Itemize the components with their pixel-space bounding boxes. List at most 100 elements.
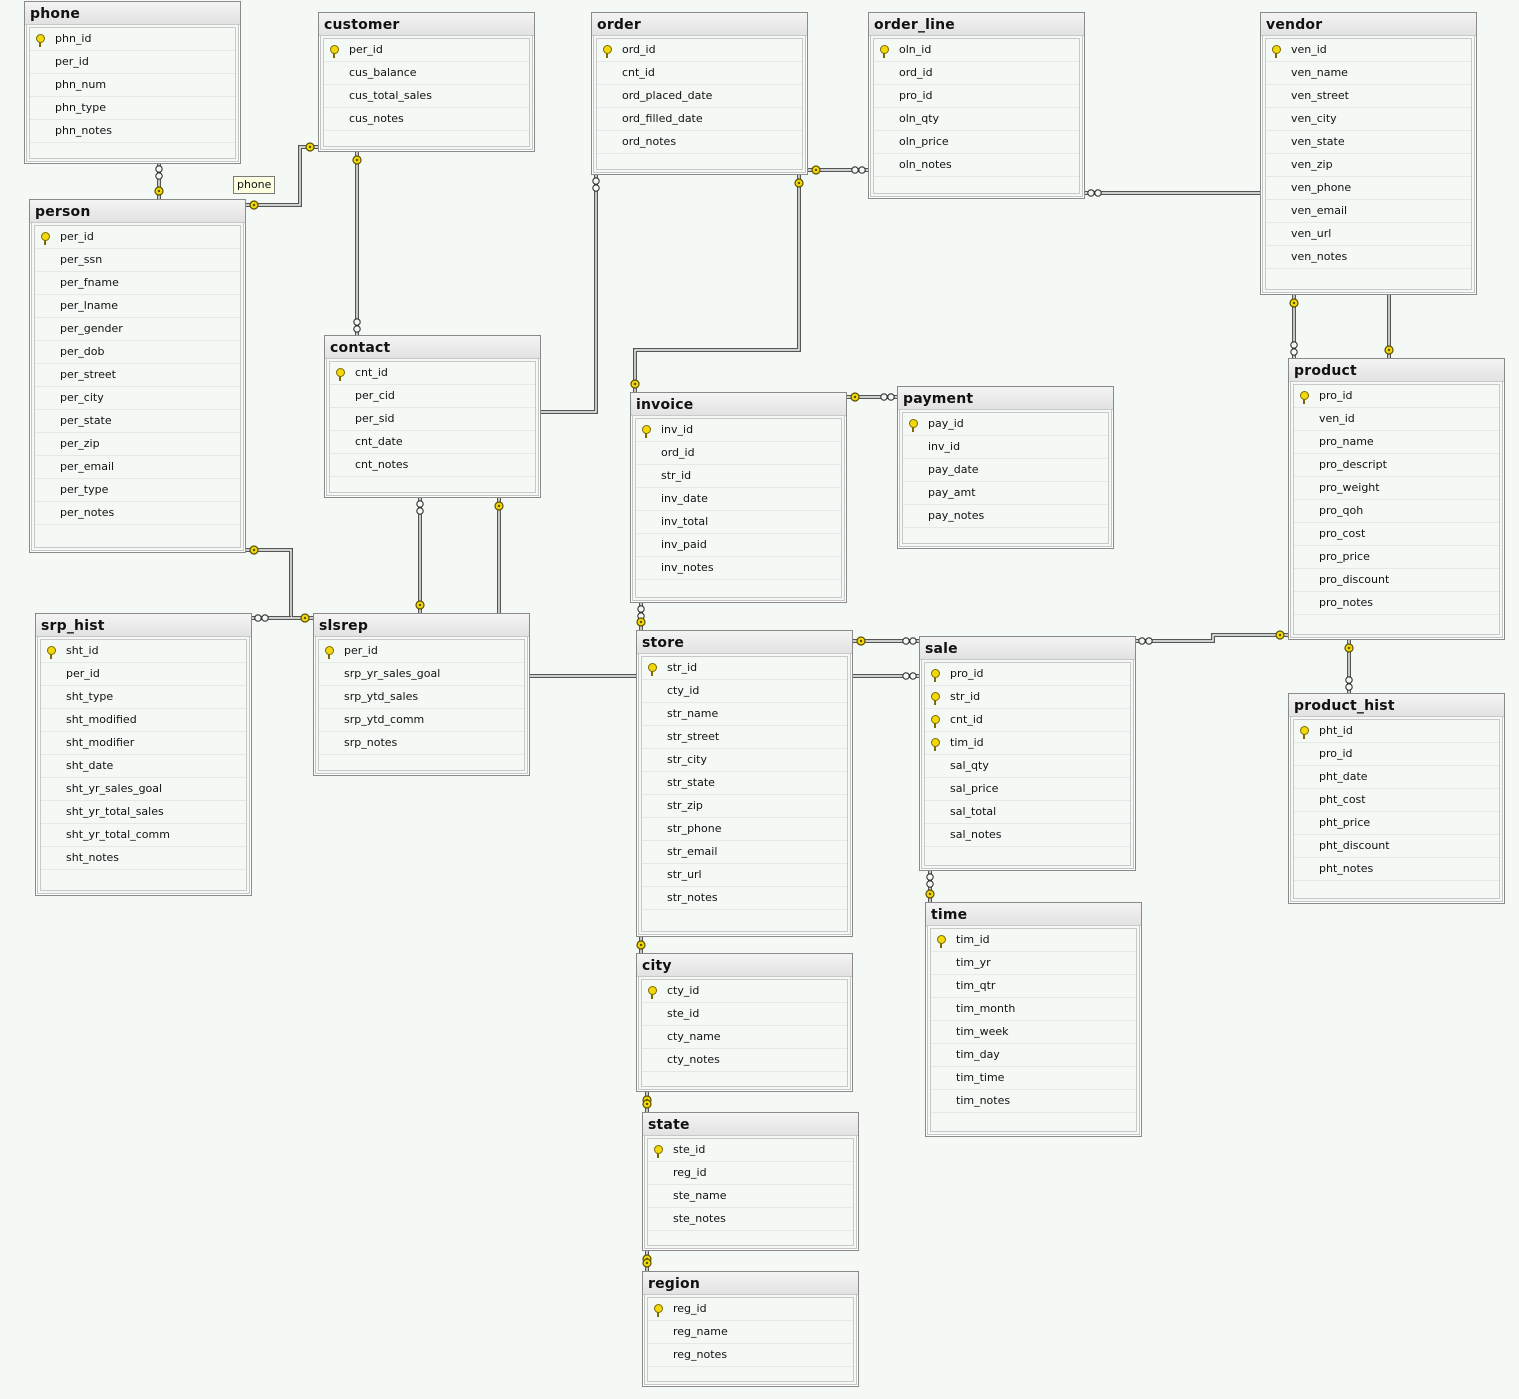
column-row[interactable]: cnt_notes — [330, 454, 535, 477]
column-row[interactable]: inv_notes — [636, 557, 841, 580]
table-title[interactable]: person — [30, 200, 245, 223]
table-title[interactable]: product — [1289, 359, 1504, 382]
column-row[interactable]: tim_day — [931, 1044, 1136, 1067]
column-row[interactable]: per_cid — [330, 385, 535, 408]
column-row[interactable]: ven_phone — [1266, 177, 1471, 200]
column-row[interactable]: ord_placed_date — [597, 85, 802, 108]
column-row[interactable]: sal_price — [925, 778, 1130, 801]
column-row[interactable]: per_ssn — [35, 249, 240, 272]
column-row[interactable]: ord_id — [597, 39, 802, 62]
column-row[interactable]: sht_notes — [41, 847, 246, 870]
column-row[interactable]: tim_week — [931, 1021, 1136, 1044]
column-row[interactable]: sht_type — [41, 686, 246, 709]
column-row[interactable]: pht_id — [1294, 720, 1499, 743]
column-row[interactable]: cnt_id — [330, 362, 535, 385]
column-row[interactable]: per_gender — [35, 318, 240, 341]
column-row[interactable]: oln_id — [874, 39, 1079, 62]
column-row[interactable]: per_type — [35, 479, 240, 502]
column-row[interactable]: per_zip — [35, 433, 240, 456]
column-row[interactable]: sht_modified — [41, 709, 246, 732]
column-row[interactable]: per_id — [41, 663, 246, 686]
column-row[interactable]: pro_id — [1294, 743, 1499, 766]
column-row[interactable]: ven_notes — [1266, 246, 1471, 269]
column-row[interactable]: per_id — [30, 51, 235, 74]
column-row[interactable]: ven_id — [1266, 39, 1471, 62]
column-row[interactable]: str_email — [642, 841, 847, 864]
column-row[interactable]: cus_notes — [324, 108, 529, 131]
column-row[interactable]: sht_id — [41, 640, 246, 663]
column-row[interactable]: str_state — [642, 772, 847, 795]
table-title[interactable]: vendor — [1261, 13, 1476, 36]
column-row[interactable]: tim_qtr — [931, 975, 1136, 998]
column-row[interactable]: str_zip — [642, 795, 847, 818]
column-row[interactable]: cty_name — [642, 1026, 847, 1049]
column-row[interactable]: sht_date — [41, 755, 246, 778]
column-row[interactable]: srp_notes — [319, 732, 524, 755]
column-row[interactable]: str_notes — [642, 887, 847, 910]
column-row[interactable]: ste_notes — [648, 1208, 853, 1231]
column-row[interactable]: pay_notes — [903, 505, 1108, 528]
column-row[interactable]: pro_descript — [1294, 454, 1499, 477]
column-row[interactable]: str_name — [642, 703, 847, 726]
column-row[interactable]: per_id — [324, 39, 529, 62]
table-title[interactable]: product_hist — [1289, 694, 1504, 717]
column-row[interactable]: inv_date — [636, 488, 841, 511]
column-row[interactable]: ven_email — [1266, 200, 1471, 223]
column-row[interactable]: pro_id — [925, 663, 1130, 686]
column-row[interactable]: str_id — [636, 465, 841, 488]
column-row[interactable]: str_city — [642, 749, 847, 772]
column-row[interactable]: oln_price — [874, 131, 1079, 154]
table-title[interactable]: time — [926, 903, 1141, 926]
column-row[interactable]: ste_name — [648, 1185, 853, 1208]
column-row[interactable]: str_id — [642, 657, 847, 680]
column-row[interactable]: ord_filled_date — [597, 108, 802, 131]
column-row[interactable]: per_state — [35, 410, 240, 433]
column-row[interactable]: per_id — [35, 226, 240, 249]
column-row[interactable]: pht_price — [1294, 812, 1499, 835]
column-row[interactable]: pro_price — [1294, 546, 1499, 569]
column-row[interactable]: sal_notes — [925, 824, 1130, 847]
column-row[interactable]: sal_total — [925, 801, 1130, 824]
column-row[interactable]: per_id — [319, 640, 524, 663]
column-row[interactable]: tim_time — [931, 1067, 1136, 1090]
column-row[interactable]: srp_ytd_sales — [319, 686, 524, 709]
column-row[interactable]: inv_id — [636, 419, 841, 442]
column-row[interactable]: pht_notes — [1294, 858, 1499, 881]
column-row[interactable]: per_email — [35, 456, 240, 479]
table-title[interactable]: customer — [319, 13, 534, 36]
column-row[interactable]: per_lname — [35, 295, 240, 318]
column-row[interactable]: reg_name — [648, 1321, 853, 1344]
table-title[interactable]: invoice — [631, 393, 846, 416]
column-row[interactable]: ven_name — [1266, 62, 1471, 85]
column-row[interactable]: oln_notes — [874, 154, 1079, 177]
table-title[interactable]: order_line — [869, 13, 1084, 36]
column-row[interactable]: inv_id — [903, 436, 1108, 459]
table-title[interactable]: contact — [325, 336, 540, 359]
table-title[interactable]: state — [643, 1113, 858, 1136]
column-row[interactable]: phn_id — [30, 28, 235, 51]
table-title[interactable]: store — [637, 631, 852, 654]
column-row[interactable]: reg_id — [648, 1162, 853, 1185]
table-title[interactable]: sale — [920, 637, 1135, 660]
column-row[interactable]: ven_zip — [1266, 154, 1471, 177]
column-row[interactable]: srp_yr_sales_goal — [319, 663, 524, 686]
column-row[interactable]: str_id — [925, 686, 1130, 709]
table-title[interactable]: payment — [898, 387, 1113, 410]
column-row[interactable]: sht_yr_total_sales — [41, 801, 246, 824]
column-row[interactable]: phn_notes — [30, 120, 235, 143]
column-row[interactable]: sht_yr_sales_goal — [41, 778, 246, 801]
column-row[interactable]: reg_id — [648, 1298, 853, 1321]
column-row[interactable]: ven_url — [1266, 223, 1471, 246]
table-title[interactable]: order — [592, 13, 807, 36]
column-row[interactable]: sal_qty — [925, 755, 1130, 778]
